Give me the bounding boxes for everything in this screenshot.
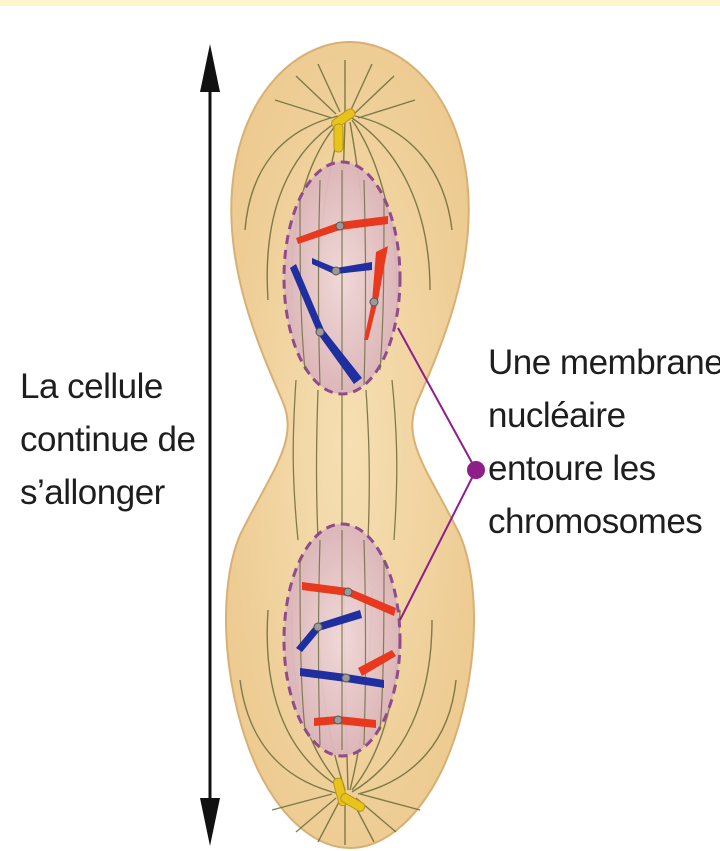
- elongation-label-line: continue de: [20, 413, 195, 466]
- centromere: [370, 298, 378, 306]
- centromere: [344, 588, 352, 596]
- centromere: [316, 328, 324, 336]
- nuclear-membrane-label-line: Une membrane: [488, 336, 720, 389]
- elongation-label: La cellule continue de s’allonger: [20, 360, 195, 519]
- centromere: [336, 222, 344, 230]
- elongation-label-line: s’allonger: [20, 466, 195, 519]
- centromere: [342, 674, 350, 682]
- nuclear-membrane-label-line: entoure les: [488, 442, 720, 495]
- centromere: [314, 623, 322, 631]
- nuclear-membrane-label-line: chromosomes: [488, 495, 720, 548]
- centromere: [334, 716, 342, 724]
- elongation-label-line: La cellule: [20, 360, 195, 413]
- elongation-arrow: [200, 44, 220, 846]
- nuclear-membrane-label-line: nucléaire: [488, 389, 720, 442]
- nuclear-membrane-label: Une membrane nucléaire entoure les chrom…: [488, 336, 720, 548]
- centromere: [332, 267, 340, 275]
